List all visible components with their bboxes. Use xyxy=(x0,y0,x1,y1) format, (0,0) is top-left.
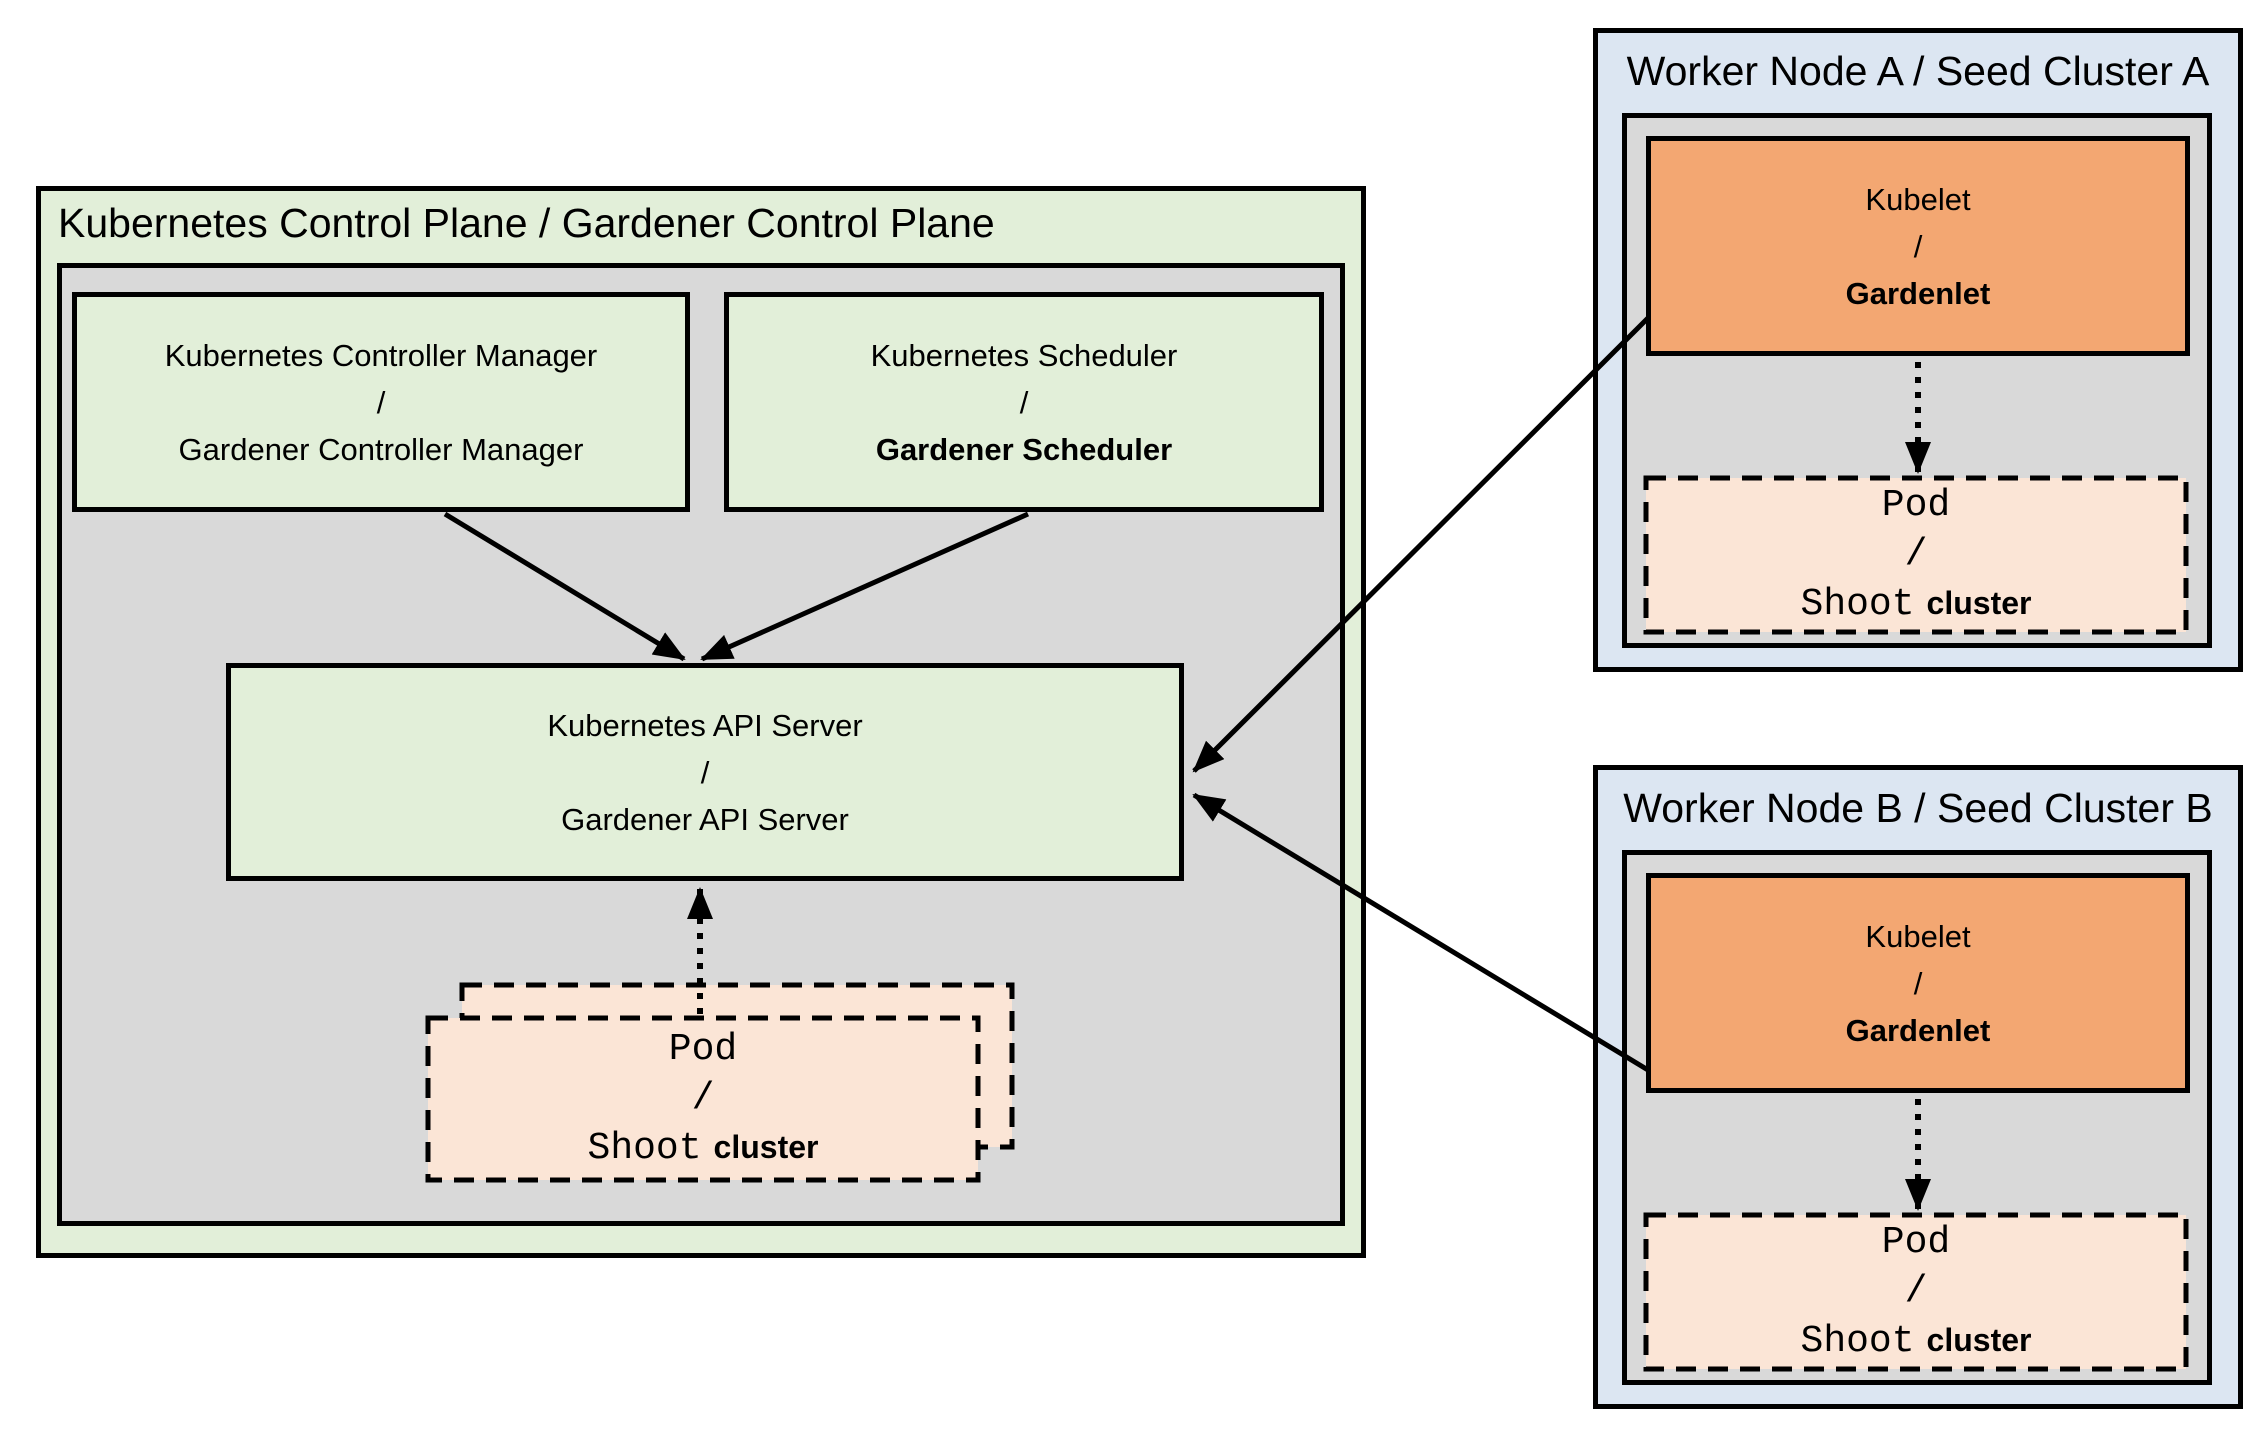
pod-b-line2-shoot: Shoot xyxy=(1800,1320,1915,1363)
pod-shoot-cluster-b-label: Pod / Shoot cluster xyxy=(1646,1215,2186,1369)
kubelet-b-box: Kubelet / Gardenlet xyxy=(1646,873,2190,1093)
kubelet-a-line2: Gardenlet xyxy=(1845,275,1991,311)
pod-line2-shoot: Shoot xyxy=(587,1127,702,1170)
pod-b-separator: / xyxy=(1904,1270,1928,1313)
pod-b-line2-cluster: cluster xyxy=(1926,1322,2032,1358)
control-plane-title: Kubernetes Control Plane / Gardener Cont… xyxy=(58,200,995,246)
controller-manager-line2: Gardener Controller Manager xyxy=(178,431,584,467)
api-server-line1: Kubernetes API Server xyxy=(547,707,863,743)
api-server-line2: Gardener API Server xyxy=(561,801,849,837)
kubelet-b-separator: / xyxy=(1913,965,1923,1001)
kubelet-b-line2: Gardenlet xyxy=(1845,1012,1991,1048)
scheduler-separator: / xyxy=(1019,384,1029,420)
kubelet-a-line1: Kubelet xyxy=(1865,181,1971,217)
kubelet-a-separator: / xyxy=(1913,228,1923,264)
api-server-separator: / xyxy=(700,754,710,790)
pod-b-line1: Pod xyxy=(1881,1221,1951,1264)
scheduler-line1: Kubernetes Scheduler xyxy=(870,337,1178,373)
pod-shoot-cluster-label: Pod / Shoot cluster xyxy=(428,1018,978,1180)
api-server-box: Kubernetes API Server / Gardener API Ser… xyxy=(226,663,1184,881)
controller-manager-line1: Kubernetes Controller Manager xyxy=(164,337,598,373)
worker-node-b-title: Worker Node B / Seed Cluster B xyxy=(1623,785,2213,831)
scheduler-box: Kubernetes Scheduler / Gardener Schedule… xyxy=(724,292,1324,512)
pod-a-line2-shoot: Shoot xyxy=(1800,583,1915,626)
kubelet-a-box: Kubelet / Gardenlet xyxy=(1646,136,2190,356)
pod-separator: / xyxy=(691,1077,715,1120)
pod-line1: Pod xyxy=(668,1028,738,1071)
controller-manager-box: Kubernetes Controller Manager / Gardener… xyxy=(72,292,690,512)
pod-a-separator: / xyxy=(1904,533,1928,576)
pod-line2-cluster: cluster xyxy=(713,1129,819,1165)
controller-manager-separator: / xyxy=(376,384,386,420)
worker-node-a-title: Worker Node A / Seed Cluster A xyxy=(1626,48,2210,94)
scheduler-line2: Gardener Scheduler xyxy=(875,431,1173,467)
pod-a-line2-cluster: cluster xyxy=(1926,585,2032,621)
pod-a-line1: Pod xyxy=(1881,484,1951,527)
pod-shoot-cluster-a-label: Pod / Shoot cluster xyxy=(1646,478,2186,632)
kubelet-b-line1: Kubelet xyxy=(1865,918,1971,954)
